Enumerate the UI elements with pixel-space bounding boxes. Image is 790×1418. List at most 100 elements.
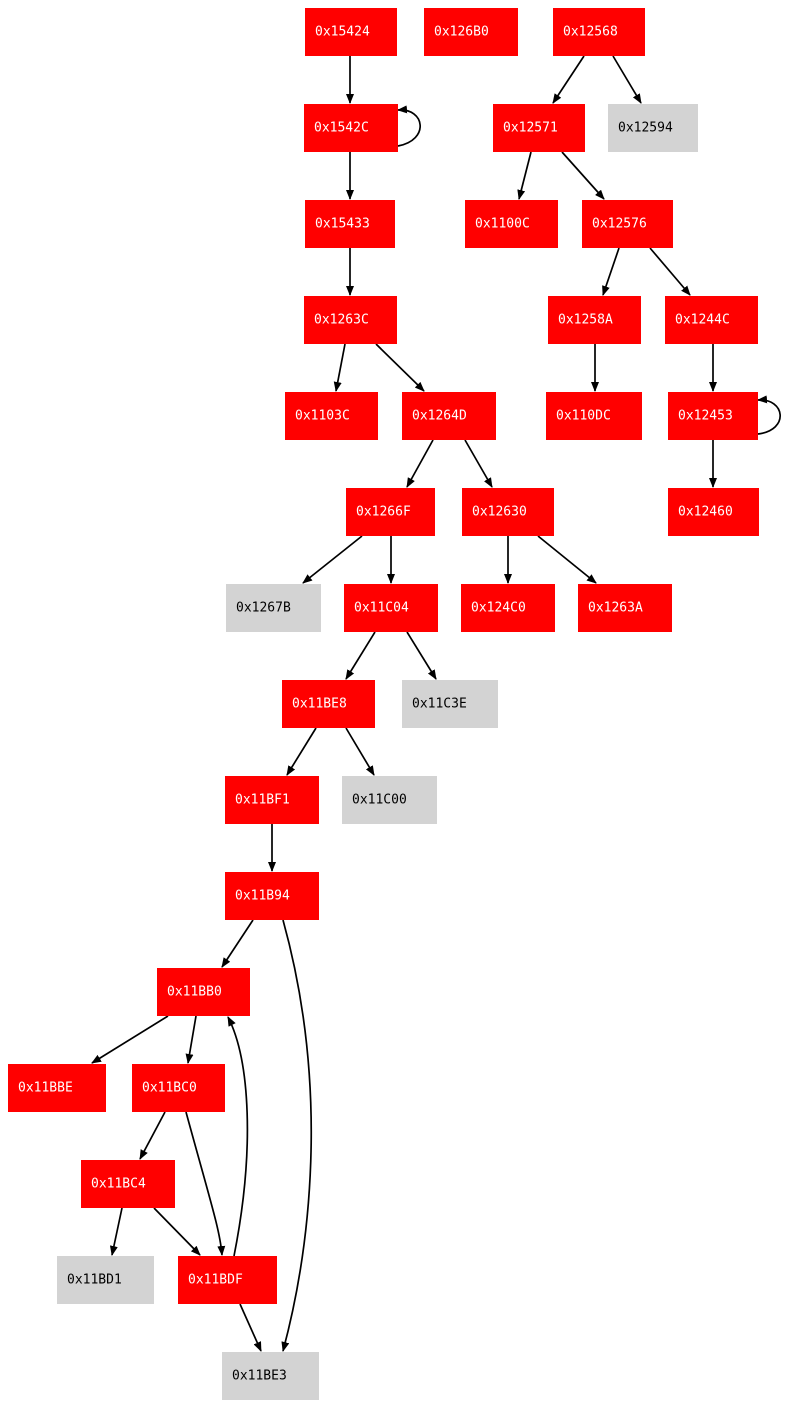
edge-arrow xyxy=(185,1111,226,1256)
node-box xyxy=(578,584,672,632)
edge-0x11B94-to-0x11BB0 xyxy=(221,919,254,968)
node-box xyxy=(608,104,698,152)
node-0x12571: 0x12571 xyxy=(493,104,585,152)
node-box xyxy=(553,8,645,56)
node-box xyxy=(178,1256,277,1304)
node-0x1542C: 0x1542C xyxy=(304,104,398,152)
edge-0x11BC0-to-0x11BC4 xyxy=(139,1111,166,1160)
node-label: 0x12576 xyxy=(592,217,647,232)
edge-0x11BC4-to-0x11BD1 xyxy=(109,1207,123,1256)
node-box xyxy=(226,584,321,632)
node-0x12594: 0x12594 xyxy=(608,104,698,152)
node-box xyxy=(402,392,496,440)
node-0x12460: 0x12460 xyxy=(668,488,759,536)
edge-0x11BDF-to-0x11BE3 xyxy=(239,1303,262,1352)
node-label: 0x12568 xyxy=(563,25,618,40)
node-box xyxy=(225,776,319,824)
edge-arrow xyxy=(302,535,363,584)
node-box xyxy=(282,680,375,728)
node-box xyxy=(304,104,398,152)
node-0x11BC4: 0x11BC4 xyxy=(81,1160,175,1208)
edge-arrow xyxy=(561,151,605,200)
node-label: 0x1263C xyxy=(314,313,369,328)
node-0x11C3E: 0x11C3E xyxy=(402,680,498,728)
node-box xyxy=(465,200,558,248)
node-label: 0x1267B xyxy=(236,601,291,616)
node-label: 0x124C0 xyxy=(471,601,526,616)
node-box xyxy=(402,680,498,728)
edge-0x11B94-to-0x11BE3 xyxy=(281,919,313,1352)
node-label: 0x12594 xyxy=(618,121,673,136)
edge-arrow xyxy=(537,535,597,584)
node-box xyxy=(222,1352,319,1400)
edge-0x12576-to-0x1244C xyxy=(649,247,691,296)
edge-0x11BB0-to-0x11BC0 xyxy=(185,1015,197,1064)
node-box xyxy=(346,488,435,536)
node-label: 0x1258A xyxy=(558,313,613,328)
edge-arrow xyxy=(345,631,376,680)
edge-arrow xyxy=(333,343,346,392)
node-box xyxy=(582,200,673,248)
edge-0x1264D-to-0x1266F xyxy=(406,439,434,488)
edge-arrow xyxy=(139,1111,166,1160)
node-box xyxy=(225,872,319,920)
node-0x124C0: 0x124C0 xyxy=(461,584,555,632)
node-label: 0x11C3E xyxy=(412,697,467,712)
edge-arrow xyxy=(464,439,493,488)
node-label: 0x11C00 xyxy=(352,793,407,808)
edge-arrow xyxy=(91,1015,169,1064)
node-0x126B0: 0x126B0 xyxy=(424,8,518,56)
node-box xyxy=(285,392,378,440)
edge-0x11BB0-to-0x11BBE xyxy=(91,1015,169,1064)
node-box xyxy=(81,1160,175,1208)
edge-arrow xyxy=(406,631,437,680)
node-label: 0x1266F xyxy=(356,505,411,520)
node-box xyxy=(305,200,395,248)
node-box xyxy=(548,296,641,344)
edge-0x12630-to-0x1263A xyxy=(537,535,597,584)
node-label: 0x15433 xyxy=(315,217,370,232)
node-0x11B94: 0x11B94 xyxy=(225,872,319,920)
node-0x110DC: 0x110DC xyxy=(546,392,642,440)
edge-0x1266F-to-0x1267B xyxy=(302,535,363,584)
node-label: 0x11BDF xyxy=(188,1273,243,1288)
node-0x1103C: 0x1103C xyxy=(285,392,378,440)
node-label: 0x126B0 xyxy=(434,25,489,40)
edge-arrow xyxy=(286,727,317,776)
node-0x11BE3: 0x11BE3 xyxy=(222,1352,319,1400)
node-0x15433: 0x15433 xyxy=(305,200,395,248)
edge-arrow xyxy=(345,727,375,776)
edge-0x11BE8-to-0x11BF1 xyxy=(286,727,317,776)
edge-arrow xyxy=(227,1016,249,1257)
node-label: 0x1103C xyxy=(295,409,350,424)
edge-arrow xyxy=(281,919,313,1352)
node-box xyxy=(424,8,518,56)
node-0x12576: 0x12576 xyxy=(582,200,673,248)
node-0x12453: 0x12453 xyxy=(668,392,758,440)
edge-arrow xyxy=(153,1207,201,1256)
node-label: 0x11BC4 xyxy=(91,1177,146,1192)
node-label: 0x1264D xyxy=(412,409,467,424)
node-0x11BD1: 0x11BD1 xyxy=(57,1256,154,1304)
node-label: 0x11B94 xyxy=(235,889,290,904)
edges-layer xyxy=(91,55,781,1352)
node-0x1266F: 0x1266F xyxy=(346,488,435,536)
node-0x11BF1: 0x11BF1 xyxy=(225,776,319,824)
node-label: 0x1263A xyxy=(588,601,643,616)
node-label: 0x11BC0 xyxy=(142,1081,197,1096)
edge-arrow xyxy=(552,55,585,104)
node-box xyxy=(344,584,438,632)
node-label: 0x11BE3 xyxy=(232,1369,287,1384)
node-label: 0x11BD1 xyxy=(67,1273,122,1288)
node-label: 0x12630 xyxy=(472,505,527,520)
node-box xyxy=(305,8,397,56)
node-label: 0x15424 xyxy=(315,25,370,40)
edge-0x1263C-to-0x1264D xyxy=(375,343,425,392)
edge-0x12568-to-0x12571 xyxy=(552,55,585,104)
node-0x11BBE: 0x11BBE xyxy=(8,1064,106,1112)
node-0x1244C: 0x1244C xyxy=(665,296,758,344)
edge-arrow xyxy=(375,343,425,392)
node-label: 0x11C04 xyxy=(354,601,409,616)
node-0x11C00: 0x11C00 xyxy=(342,776,437,824)
